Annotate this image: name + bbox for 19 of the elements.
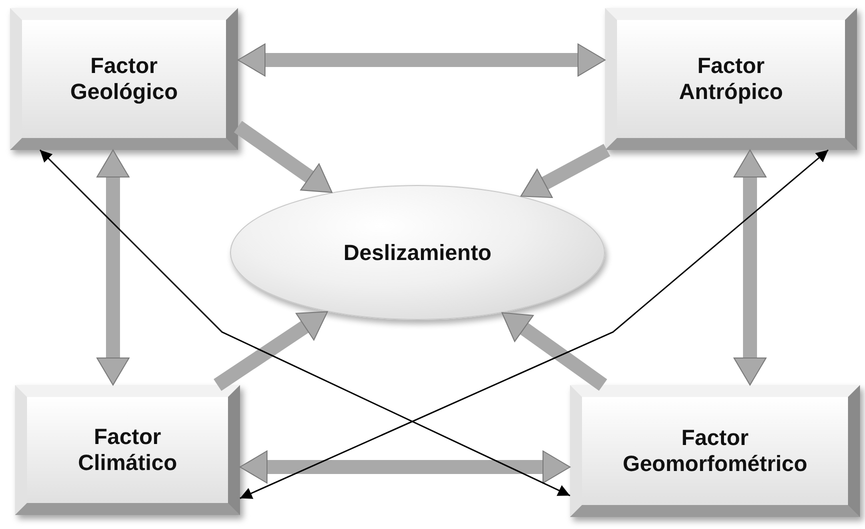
block-arrow xyxy=(502,312,608,391)
node-label: Factor Geológico xyxy=(70,53,178,105)
beveled-box xyxy=(605,8,857,150)
block-arrow xyxy=(734,150,766,386)
node-label: Factor Climático xyxy=(78,424,177,476)
block-arrow xyxy=(214,311,328,391)
beveled-box xyxy=(15,385,240,515)
node-label: Factor Antrópico xyxy=(679,53,783,105)
block-arrow xyxy=(240,450,570,484)
center-label: Deslizamiento xyxy=(344,240,492,266)
beveled-box xyxy=(570,385,860,517)
block-arrow xyxy=(234,120,332,193)
block-arrow xyxy=(96,150,130,386)
block-arrow xyxy=(238,44,606,76)
arrow-line xyxy=(40,150,570,496)
arrow-line xyxy=(240,149,829,499)
node-label: Factor Geomorfométrico xyxy=(622,425,808,477)
block-arrow xyxy=(520,144,610,198)
beveled-box xyxy=(10,8,238,150)
